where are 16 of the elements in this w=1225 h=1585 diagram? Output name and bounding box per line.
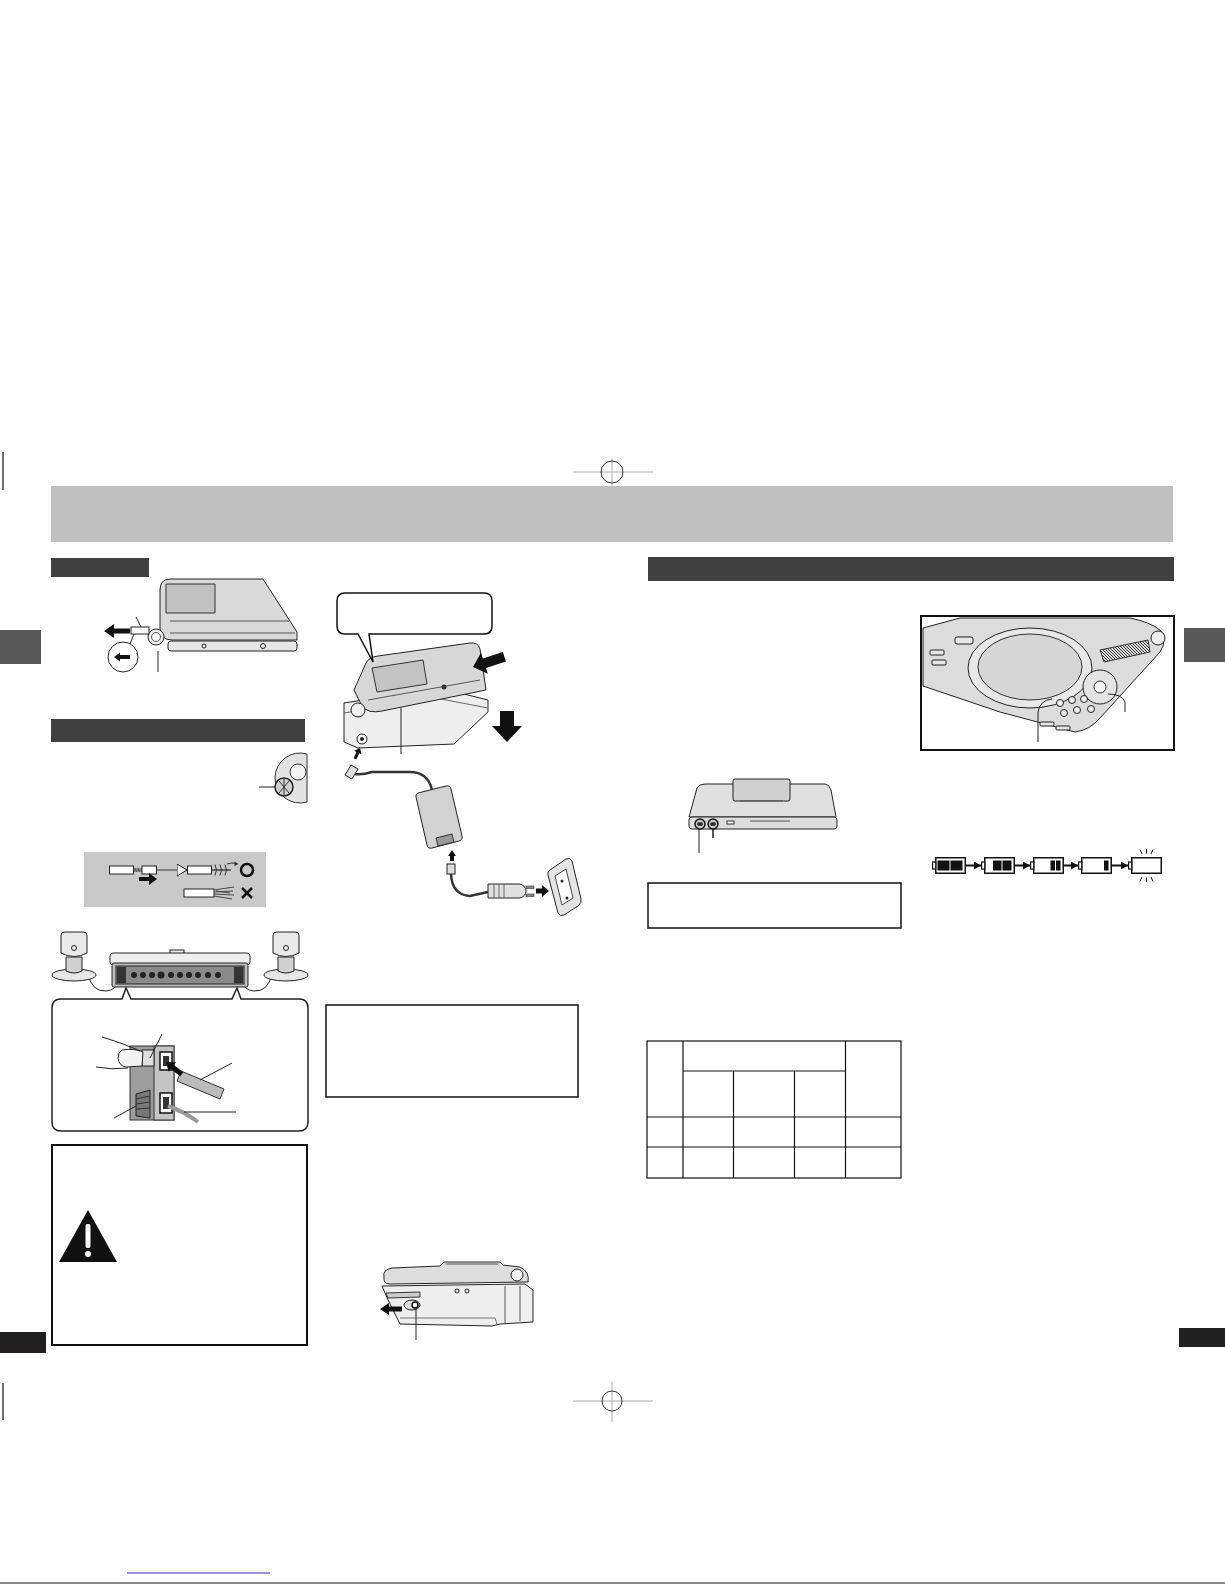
blinking-battery-icon [1128,849,1162,882]
battery-icon [1030,857,1064,874]
stripped-wire-drawing [109,865,157,885]
speech-bubble [336,592,493,663]
battery-icon [981,857,1015,874]
arrow [1111,861,1129,870]
twisted-wire-drawing [187,861,239,879]
arrow [1014,861,1031,870]
section-bar [648,557,1174,581]
section-bar [51,719,305,742]
battery-icon [1078,857,1112,874]
arrow [1063,861,1079,870]
arrow [965,861,982,870]
section-bar [51,558,149,577]
battery-icon [932,857,966,874]
arrow [156,863,188,877]
